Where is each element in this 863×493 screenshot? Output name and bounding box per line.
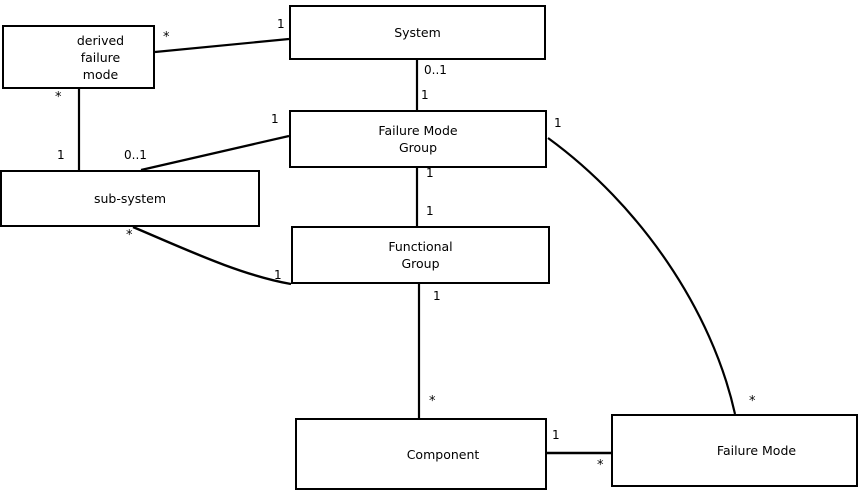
edge-derived-failure-mode-to-system <box>154 37 290 54</box>
multiplicity-component-failure-mode: 1 <box>552 428 560 442</box>
class-label-functional-group: Functional Group <box>388 239 453 271</box>
class-box-derived-failure-mode[interactable]: derived failure mode <box>2 25 155 89</box>
class-label-component: Component <box>406 446 480 462</box>
class-box-system[interactable]: System <box>289 5 546 60</box>
class-box-failure-mode-group[interactable]: Failure Mode Group <box>289 110 547 168</box>
class-label-derived-failure-mode: derived failure mode <box>76 32 125 82</box>
edge-sub-system-to-failure-mode-group <box>140 134 290 172</box>
multiplicity-failure-mode-group-functional-group-top: 1 <box>426 166 434 180</box>
multiplicity-system-derived-failure-mode: 1 <box>277 17 285 31</box>
multiplicity-derived-failure-mode-system: * <box>163 30 170 45</box>
multiplicity-functional-group-component: 1 <box>433 289 441 303</box>
multiplicity-derived-failure-mode-sub-system: * <box>55 90 62 105</box>
class-box-functional-group[interactable]: Functional Group <box>291 226 550 284</box>
class-label-failure-mode: Failure Mode <box>716 443 797 458</box>
multiplicity-failure-mode-group-system: 1 <box>421 88 429 102</box>
edge-sub-system-to-functional-group <box>132 225 292 286</box>
class-box-failure-mode[interactable]: Failure Mode <box>611 414 858 487</box>
multiplicity-system-failure-mode-group: 0..1 <box>424 63 447 77</box>
multiplicity-functional-group-sub-system: 1 <box>274 268 282 282</box>
class-box-sub-system[interactable]: sub-system <box>0 170 260 227</box>
multiplicity-sub-system-functional-group: * <box>126 228 133 243</box>
multiplicity-sub-system-derived-failure-mode: 1 <box>57 148 65 162</box>
multiplicity-component-functional-group: * <box>429 394 436 409</box>
class-box-component[interactable]: Component <box>295 418 547 490</box>
multiplicity-functional-group-failure-mode-group-bottom: 1 <box>426 204 434 218</box>
multiplicity-failure-mode-group-failure-mode: 1 <box>554 116 562 130</box>
class-label-sub-system: sub-system <box>93 191 167 206</box>
edge-failure-mode-group-to-failure-mode <box>547 137 737 415</box>
multiplicity-failure-mode-group-sub-system: 1 <box>271 112 279 126</box>
multiplicity-failure-mode-component: * <box>597 458 604 473</box>
multiplicity-sub-system-failure-mode-group: 0..1 <box>124 148 147 162</box>
class-label-system: System <box>394 25 441 40</box>
class-label-failure-mode-group: Failure Mode Group <box>378 123 458 155</box>
multiplicity-failure-mode-failure-mode-group: * <box>749 394 756 409</box>
